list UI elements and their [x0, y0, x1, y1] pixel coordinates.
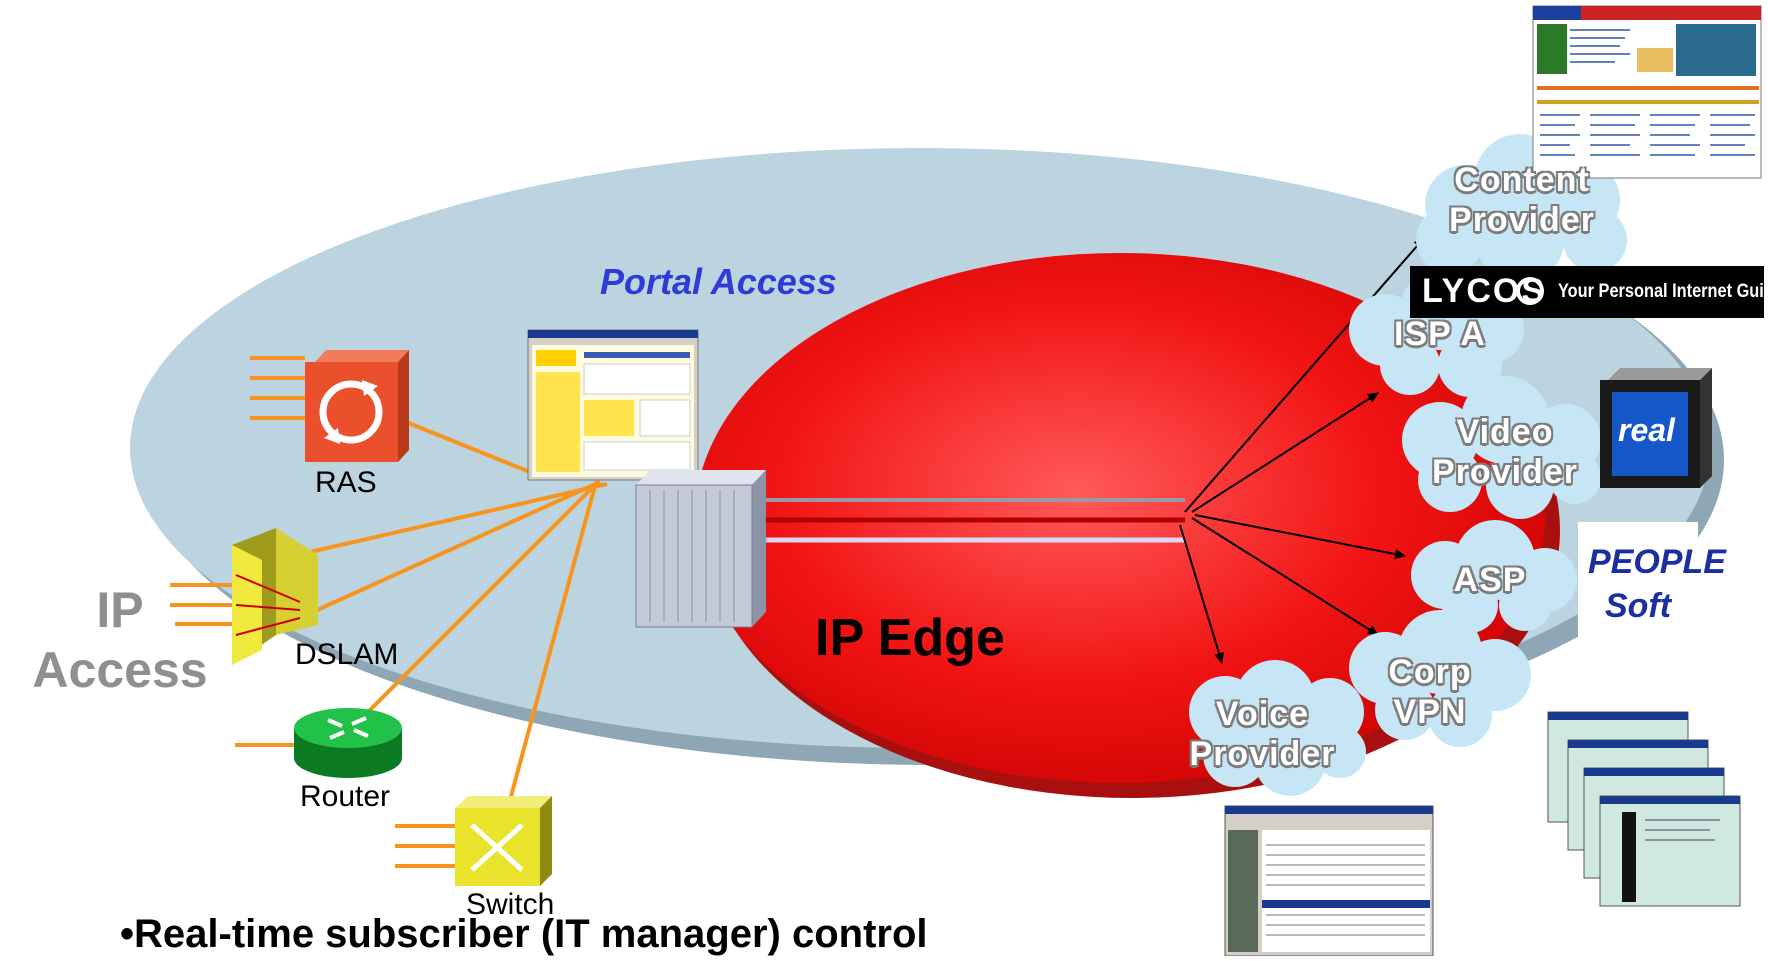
- peoplesoft-logo: [1578, 522, 1698, 654]
- video-provider-label: Video Provider: [1432, 413, 1578, 491]
- corp-vpn-cloud: [1349, 610, 1531, 747]
- switch-label: Switch: [466, 888, 555, 921]
- stacked-windows: [1547, 711, 1741, 907]
- control-bullet: •Real-time subscriber (IT manager) contr…: [120, 912, 928, 956]
- peoplesoft-logo-text: PEOPLE Soft: [1588, 543, 1726, 625]
- asp-label: ASP: [1453, 561, 1527, 599]
- ip-access-label: IP Access: [32, 582, 208, 698]
- portal-access-label: Portal Access: [600, 261, 837, 302]
- real-logo-text: real: [1618, 412, 1675, 448]
- switch-icon: [455, 796, 552, 886]
- management-console: [1224, 805, 1434, 957]
- fanout-arrows: [1179, 237, 1425, 664]
- content-provider-label: Content Provider: [1449, 161, 1595, 239]
- lycos-tagline: Your Personal Internet Guide: [1558, 281, 1768, 302]
- voice-provider-label: Voice Provider: [1189, 695, 1336, 773]
- dslam-icon: [232, 528, 318, 665]
- isp-a-label: ISP A: [1394, 315, 1486, 353]
- content-provider-webpage: [1532, 5, 1762, 179]
- lycos-logo-text: LYCOS: [1422, 272, 1547, 310]
- lycos-eye-icon: [1516, 277, 1544, 305]
- real-logo: [1600, 368, 1712, 488]
- router-label: Router: [300, 780, 391, 813]
- content-provider-cloud: [1416, 134, 1627, 284]
- portal-screenshot: [527, 329, 699, 481]
- video-provider-cloud: [1402, 376, 1601, 519]
- edge-router-chassis: [635, 470, 766, 628]
- router-icon: [294, 708, 402, 778]
- ras-icon: [305, 350, 409, 462]
- access-links: [170, 356, 608, 868]
- corp-vpn-label: Corp VPN: [1388, 653, 1472, 731]
- lycos-banner: [1410, 266, 1764, 318]
- ras-label: RAS: [315, 466, 377, 499]
- ip-edge-label: IP Edge: [815, 609, 1005, 667]
- dslam-label: DSLAM: [295, 638, 399, 671]
- voice-provider-cloud: [1189, 660, 1366, 796]
